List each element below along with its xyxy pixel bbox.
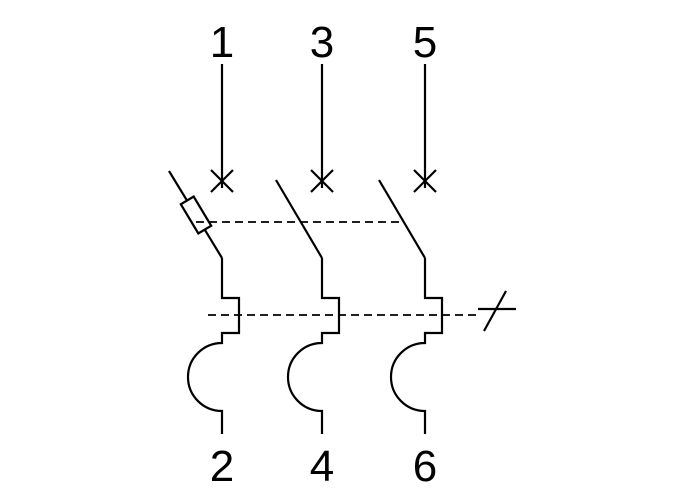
pole-1-contact-cross-icon	[210, 169, 234, 193]
trip-lever-symbol	[478, 290, 516, 332]
pole-3-contact-cross-icon	[413, 169, 437, 193]
pole-2-thermal-magnetic-release	[286, 258, 341, 434]
terminal-label-top-5: 5	[413, 18, 437, 67]
terminal-label-bottom-4: 4	[310, 442, 334, 491]
terminal-label-top-1: 1	[210, 18, 234, 67]
pole-3-thermal-magnetic-release	[389, 258, 444, 434]
trip-lever-stroke	[483, 290, 507, 332]
pole-3-switch-blade	[378, 179, 426, 259]
pole-2-contact-cross-icon	[310, 169, 334, 193]
pole-1-operating-mechanism-box	[179, 195, 213, 235]
pole-1-thermal-magnetic-release	[186, 258, 241, 434]
pole-1: 1 2	[168, 18, 241, 491]
terminal-label-top-3: 3	[310, 18, 334, 67]
pole-2-switch-blade	[275, 179, 323, 259]
terminal-label-bottom-6: 6	[413, 442, 437, 491]
pole-2: 3 4	[275, 18, 341, 491]
pole-3: 5 6	[378, 18, 444, 491]
terminal-label-bottom-2: 2	[210, 442, 234, 491]
